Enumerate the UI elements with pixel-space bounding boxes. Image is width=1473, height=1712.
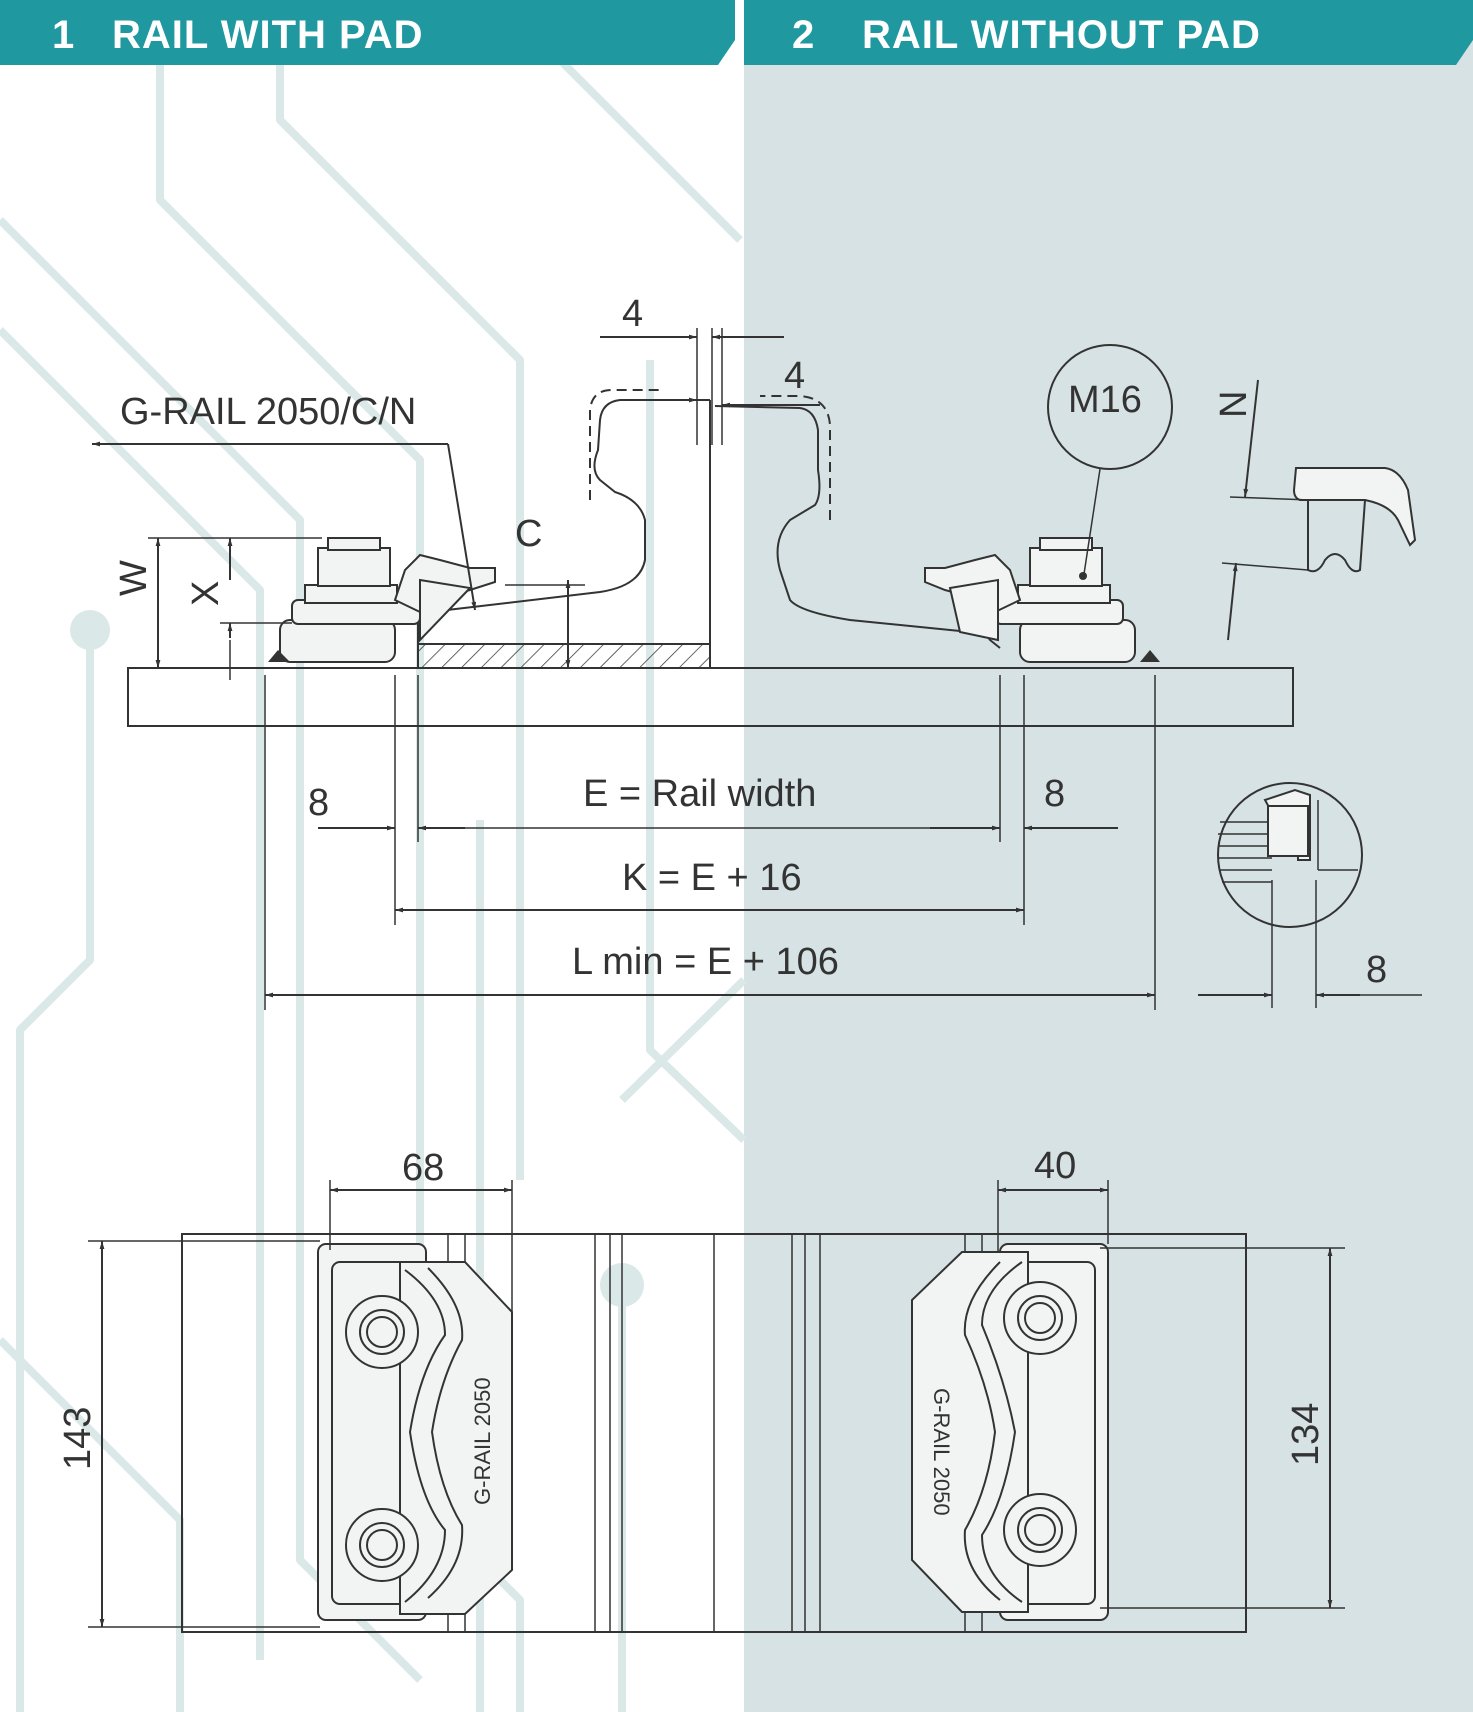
plan-left-clip-text: G-RAIL 2050 — [470, 1377, 495, 1505]
rail-profile-left — [417, 399, 710, 644]
plan-view: G-RAIL 2050 G-RAIL 2050 68 40 — [57, 1145, 1345, 1633]
clip-label: G-RAIL 2050/C/N — [120, 391, 416, 433]
dim-gap-top: 4 — [622, 293, 643, 335]
right-clip-assembly — [924, 537, 1160, 663]
left-clip-assembly — [268, 537, 496, 663]
dim-k-formula: K = E + 16 — [622, 857, 802, 899]
header-left: 1 RAIL WITH PAD — [0, 0, 735, 65]
dim-c: C — [515, 513, 542, 555]
dim-detail-offset: 8 — [1366, 949, 1387, 991]
header-right-title: RAIL WITHOUT PAD — [862, 13, 1261, 57]
n-detail: N — [1213, 379, 1417, 641]
header-right: 2 RAIL WITHOUT PAD — [744, 0, 1473, 65]
detail-circle — [1217, 782, 1363, 1008]
dim-n: N — [1213, 391, 1255, 418]
plan-left-clip: G-RAIL 2050 — [317, 1243, 513, 1621]
dim-plan-left-height: 143 — [57, 1407, 99, 1470]
plan-right-clip: G-RAIL 2050 — [911, 1243, 1109, 1621]
dim-left-offset: 8 — [308, 782, 329, 824]
dim-e-formula: E = Rail width — [583, 773, 816, 815]
bolt-label: M16 — [1068, 379, 1142, 421]
dim-x: X — [185, 581, 227, 606]
dim-right-offset: 8 — [1044, 773, 1065, 815]
rail-profile-right-dashed — [760, 395, 831, 520]
dim-plan-left-width: 68 — [402, 1147, 444, 1189]
dim-gap-right: 4 — [784, 355, 805, 397]
dim-w: W — [113, 560, 155, 596]
header-left-number: 1 — [52, 13, 75, 57]
dim-l-formula: L min = E + 106 — [572, 941, 839, 983]
section-view: 4 4 G-RAIL 2050/C/N — [92, 293, 1422, 1010]
bolt-callout-circle — [1047, 344, 1173, 470]
header-left-title: RAIL WITH PAD — [112, 13, 424, 57]
dim-plan-right-width: 40 — [1034, 1145, 1076, 1187]
header-right-number: 2 — [792, 13, 815, 57]
plan-right-clip-text: G-RAIL 2050 — [929, 1388, 954, 1516]
dim-plan-right-height: 134 — [1285, 1403, 1327, 1466]
rail-pad — [417, 643, 711, 669]
